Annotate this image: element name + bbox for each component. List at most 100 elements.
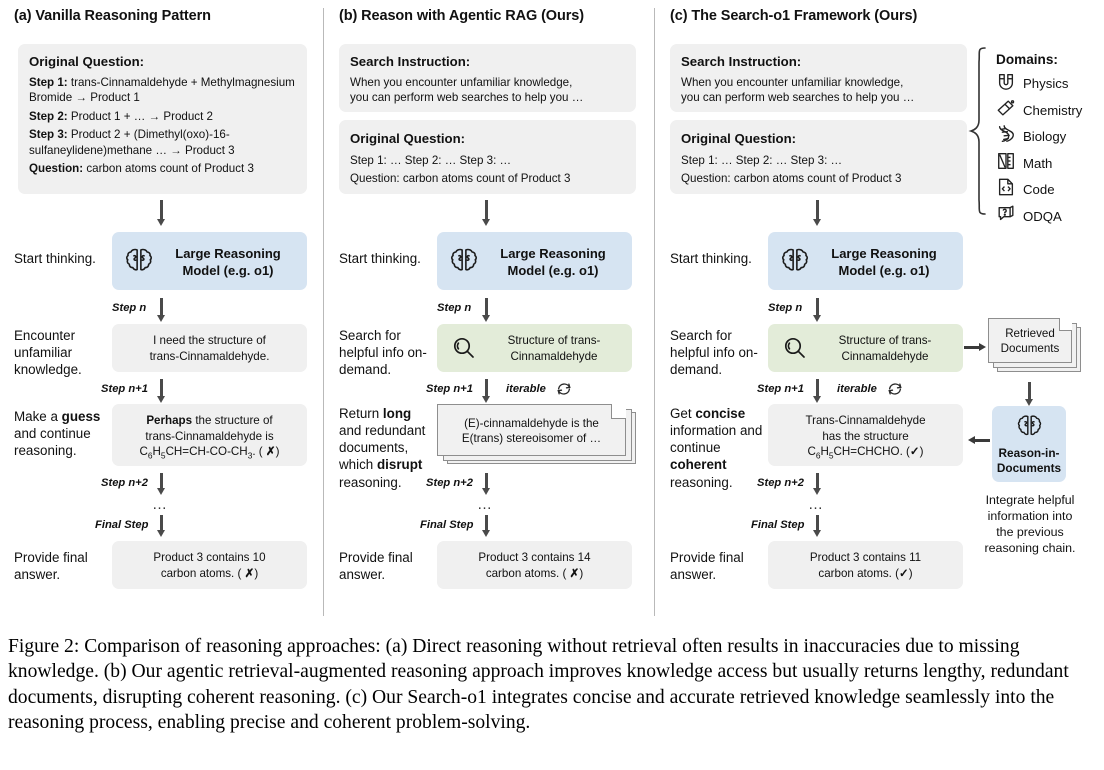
- ruler-chart-icon: [996, 151, 1016, 176]
- panel-c-side-3: Get concise information and continue coh…: [670, 406, 763, 490]
- question-line1: Step 1: … Step 2: … Step 3: …: [681, 153, 843, 167]
- check-mark-icon: ✓: [909, 445, 920, 459]
- magnet-icon: [996, 71, 1016, 96]
- concise-line2: has the structure: [822, 429, 909, 443]
- panel-a-thought-box: I need the structure of trans-Cinnamalde…: [112, 324, 307, 372]
- arrow-step-n: [813, 298, 822, 322]
- panel-b-model-box: Large Reasoning Model (e.g. o1): [437, 232, 632, 290]
- answer-line1: Product 3 contains 10: [153, 551, 266, 564]
- panel-c-side-2: Search for helpful info on-demand.: [670, 328, 758, 378]
- formula-sub-6: 6: [147, 450, 153, 461]
- arrow-question-to-model: [157, 200, 166, 226]
- question-text: carbon atoms count of Product 3: [83, 162, 254, 176]
- step3-text: Product 2 + (Dimethyl(oxo)-16-sulfaneyli…: [29, 128, 235, 157]
- arrow-step-n2: [157, 473, 166, 495]
- integrate-line3: the previous: [996, 525, 1064, 540]
- domain-item-physics: Physics: [996, 72, 1082, 95]
- magnifier-icon: [782, 335, 808, 366]
- panel-c-step-n1: Step n+1: [757, 383, 804, 395]
- panel-b-final-step: Final Step: [420, 519, 474, 531]
- instruction-line1: When you encounter unfamiliar knowledge,: [681, 75, 904, 89]
- thought-line1: I need the structure of: [153, 334, 266, 347]
- thought-line2: trans-Cinnamaldehyde.: [149, 349, 270, 363]
- panel-a-side-1: Start thinking.: [14, 251, 96, 266]
- refresh-cycle-icon: [886, 380, 904, 403]
- arrow-question-to-model: [482, 200, 491, 226]
- panel-c-step-n2: Step n+2: [757, 477, 804, 489]
- panel-c: (c) The Search-o1 Framework (Ours) Searc…: [656, 0, 1104, 626]
- formula-tail: . (: [252, 445, 263, 459]
- panel-b-side-3: Return long and redundant documents, whi…: [339, 406, 426, 490]
- panel-c-answer-box: Product 3 contains 11 carbon atoms. (✓): [768, 541, 963, 589]
- documents-line2: E(trans) stereoisomer of …: [461, 432, 602, 446]
- panel-a: (a) Vanilla Reasoning Pattern Original Q…: [0, 0, 323, 626]
- panel-a-title: (a) Vanilla Reasoning Pattern: [14, 8, 211, 24]
- cross-mark-icon: ✗: [265, 445, 276, 459]
- panel-b-side-2: Search for helpful info on-demand.: [339, 328, 427, 378]
- guess-line2: trans-Cinnamaldehyde is: [145, 429, 274, 443]
- search-line1: Structure of trans-: [838, 334, 932, 347]
- domains-title: Domains:: [996, 52, 1058, 67]
- panel-a-answer-box: Product 3 contains 10 carbon atoms. ( ✗): [112, 541, 307, 589]
- reason-in-docs-line2: Documents: [996, 461, 1062, 476]
- panel-b-answer-box: Product 3 contains 14 carbon atoms. ( ✗): [437, 541, 632, 589]
- paren-close: ): [275, 445, 280, 459]
- concise-line1: Trans-Cinnamaldehyde: [805, 414, 926, 427]
- formula-sub-5: 5: [828, 450, 834, 461]
- question-line2: Question: carbon atoms count of Product …: [350, 172, 571, 186]
- integrate-line2: information into: [987, 509, 1073, 524]
- brain-icon: [449, 246, 479, 281]
- magnifier-icon: [451, 335, 477, 366]
- arrow-step-n2: [813, 473, 822, 495]
- question-line1: Step 1: … Step 2: … Step 3: …: [350, 153, 512, 167]
- guess-rest: the structure of: [192, 414, 273, 427]
- panel-b-step-n1: Step n+1: [426, 383, 473, 395]
- instruction-heading: Search Instruction:: [350, 54, 471, 69]
- retrieved-line1: Retrieved: [1005, 327, 1055, 340]
- model-line1: Large Reasoning: [175, 246, 281, 261]
- domain-label: ODQA: [1023, 208, 1062, 224]
- domain-item-chemistry: Chemistry: [996, 99, 1082, 122]
- search-line2: Cinnamaldehyde: [841, 349, 929, 363]
- search-line1: Structure of trans-: [507, 334, 601, 347]
- instruction-line2: you can perform web searches to help you…: [350, 91, 584, 105]
- domain-item-code: Code: [996, 178, 1082, 201]
- answer-line2-post: ): [254, 566, 259, 580]
- step3-label: Step 3:: [29, 128, 68, 142]
- panel-c-concise-box: Trans-Cinnamaldehyde has the structure C…: [768, 404, 963, 466]
- brain-icon: [1016, 413, 1043, 445]
- model-line2: Model (e.g. o1): [838, 263, 930, 279]
- reason-in-docs-line1: Reason-in-: [998, 446, 1060, 460]
- cross-mark-icon: ✗: [244, 566, 255, 580]
- panel-a-final-step: Final Step: [95, 519, 149, 531]
- panel-a-side-4: Provide final answer.: [14, 550, 88, 583]
- question-label: Question:: [29, 162, 84, 176]
- domain-item-biology: Biology: [996, 125, 1082, 148]
- panel-c-step-n: Step n: [768, 302, 803, 314]
- brain-icon: [124, 246, 154, 281]
- refresh-cycle-icon: [555, 380, 573, 403]
- answer-line1: Product 3 contains 11: [809, 551, 922, 564]
- question-heading: Original Question:: [29, 54, 145, 69]
- column-divider-2: [654, 8, 655, 616]
- arrow-question-to-model: [813, 200, 822, 226]
- answer-line1: Product 3 contains 14: [478, 551, 591, 564]
- model-line2: Model (e.g. o1): [182, 263, 274, 279]
- panel-b-side-4: Provide final answer.: [339, 550, 413, 583]
- question-heading: Original Question:: [681, 131, 797, 146]
- panel-a-model-box: Large Reasoning Model (e.g. o1): [112, 232, 307, 290]
- integrate-note: Integrate helpful information into the p…: [982, 492, 1078, 557]
- arrow-final-step: [157, 515, 166, 537]
- answer-line2-pre: carbon atoms. (: [485, 566, 567, 580]
- domains-list: Domains: Physics: [996, 52, 1082, 231]
- arrow-step-n1: [157, 379, 166, 403]
- step1-label: Step 1:: [29, 75, 68, 89]
- panel-b-documents-stack: (E)-cinnamaldehyde is the E(trans) stere…: [437, 404, 637, 466]
- panel-a-side-2-text: Encounter unfamiliar knowledge.: [14, 328, 82, 378]
- panel-c-search-box: Structure of trans- Cinnamaldehyde: [768, 324, 963, 372]
- code-document-icon: [996, 177, 1016, 202]
- domain-label: Code: [1023, 182, 1055, 197]
- arrow-reason-in-documents-to-concise: [968, 436, 990, 445]
- panel-b-question-box: Original Question: Step 1: … Step 2: … S…: [339, 120, 636, 194]
- panel-a-ellipsis: …: [152, 496, 168, 513]
